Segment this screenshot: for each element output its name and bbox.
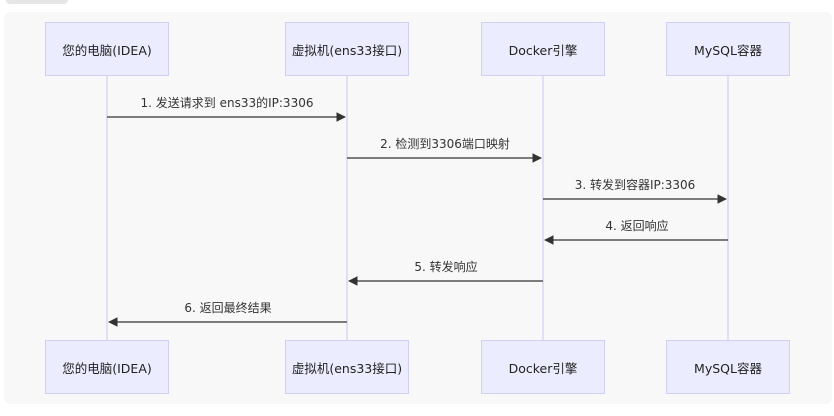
actor-label: Docker引擎 (508, 42, 578, 58)
actor-top-vm: 虚拟机(ens33接口) (285, 22, 409, 76)
actor-bottom-docker: Docker引擎 (481, 340, 605, 394)
actor-bottom-your-pc: 您的电脑(IDEA) (45, 340, 169, 394)
top-tab-fragment (6, 0, 68, 4)
message-label-6: 6. 返回最终结果 (184, 301, 272, 315)
actor-top-your-pc: 您的电脑(IDEA) (45, 22, 169, 76)
actor-label: Docker引擎 (508, 360, 578, 376)
actor-label: MySQL容器 (694, 360, 762, 376)
actor-bottom-vm: 虚拟机(ens33接口) (285, 340, 409, 394)
actor-label: 您的电脑(IDEA) (62, 42, 152, 58)
actor-label: 虚拟机(ens33接口) (291, 360, 403, 376)
actor-top-mysql: MySQL容器 (666, 22, 790, 76)
actor-top-docker: Docker引擎 (481, 22, 605, 76)
message-label-3: 3. 转发到容器IP:3306 (574, 178, 696, 192)
message-label-1: 1. 发送请求到 ens33的IP:3306 (140, 96, 314, 110)
actor-label: MySQL容器 (694, 42, 762, 58)
diagram-background (4, 12, 832, 404)
message-label-2: 2. 检测到3306端口映射 (380, 137, 510, 151)
message-label-4: 4. 返回响应 (605, 219, 669, 233)
actor-label: 虚拟机(ens33接口) (291, 42, 403, 58)
message-label-5: 5. 转发响应 (414, 260, 478, 274)
actor-bottom-mysql: MySQL容器 (666, 340, 790, 394)
actor-label: 您的电脑(IDEA) (62, 360, 152, 376)
